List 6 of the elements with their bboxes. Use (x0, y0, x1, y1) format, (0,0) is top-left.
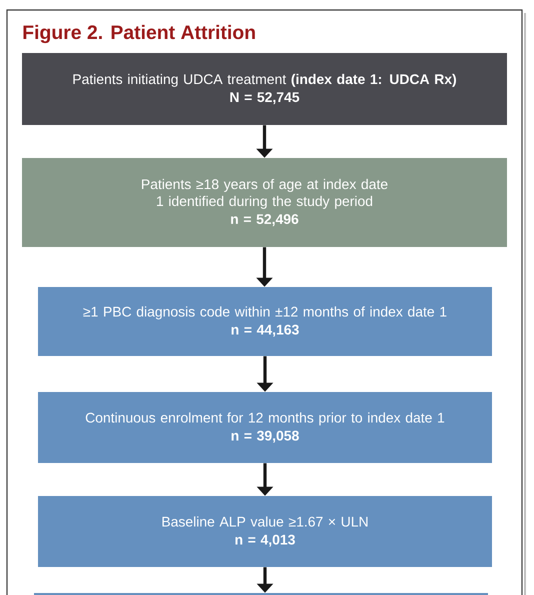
step-box: Patients ≥18 years of age at index date 1 identified during the study period n = 52,496 (22, 158, 507, 247)
step-box: Baseline ALP value ≥1.67 × ULN n = 4,013 (38, 496, 492, 567)
step-box: Continuous enrolment for 12 months prior to index date 1 n = 39,058 (38, 392, 492, 463)
figure-title: Figure 2. Patient Attrition (24, 24, 255, 44)
step-box: ≥1 PBC diagnosis code within ±12 months of index date 1 n = 44,163 (38, 287, 492, 356)
step-box: Patients initiating UDCA treatment (index date 1: UDCA Rx) N = 52,745 (22, 53, 507, 125)
